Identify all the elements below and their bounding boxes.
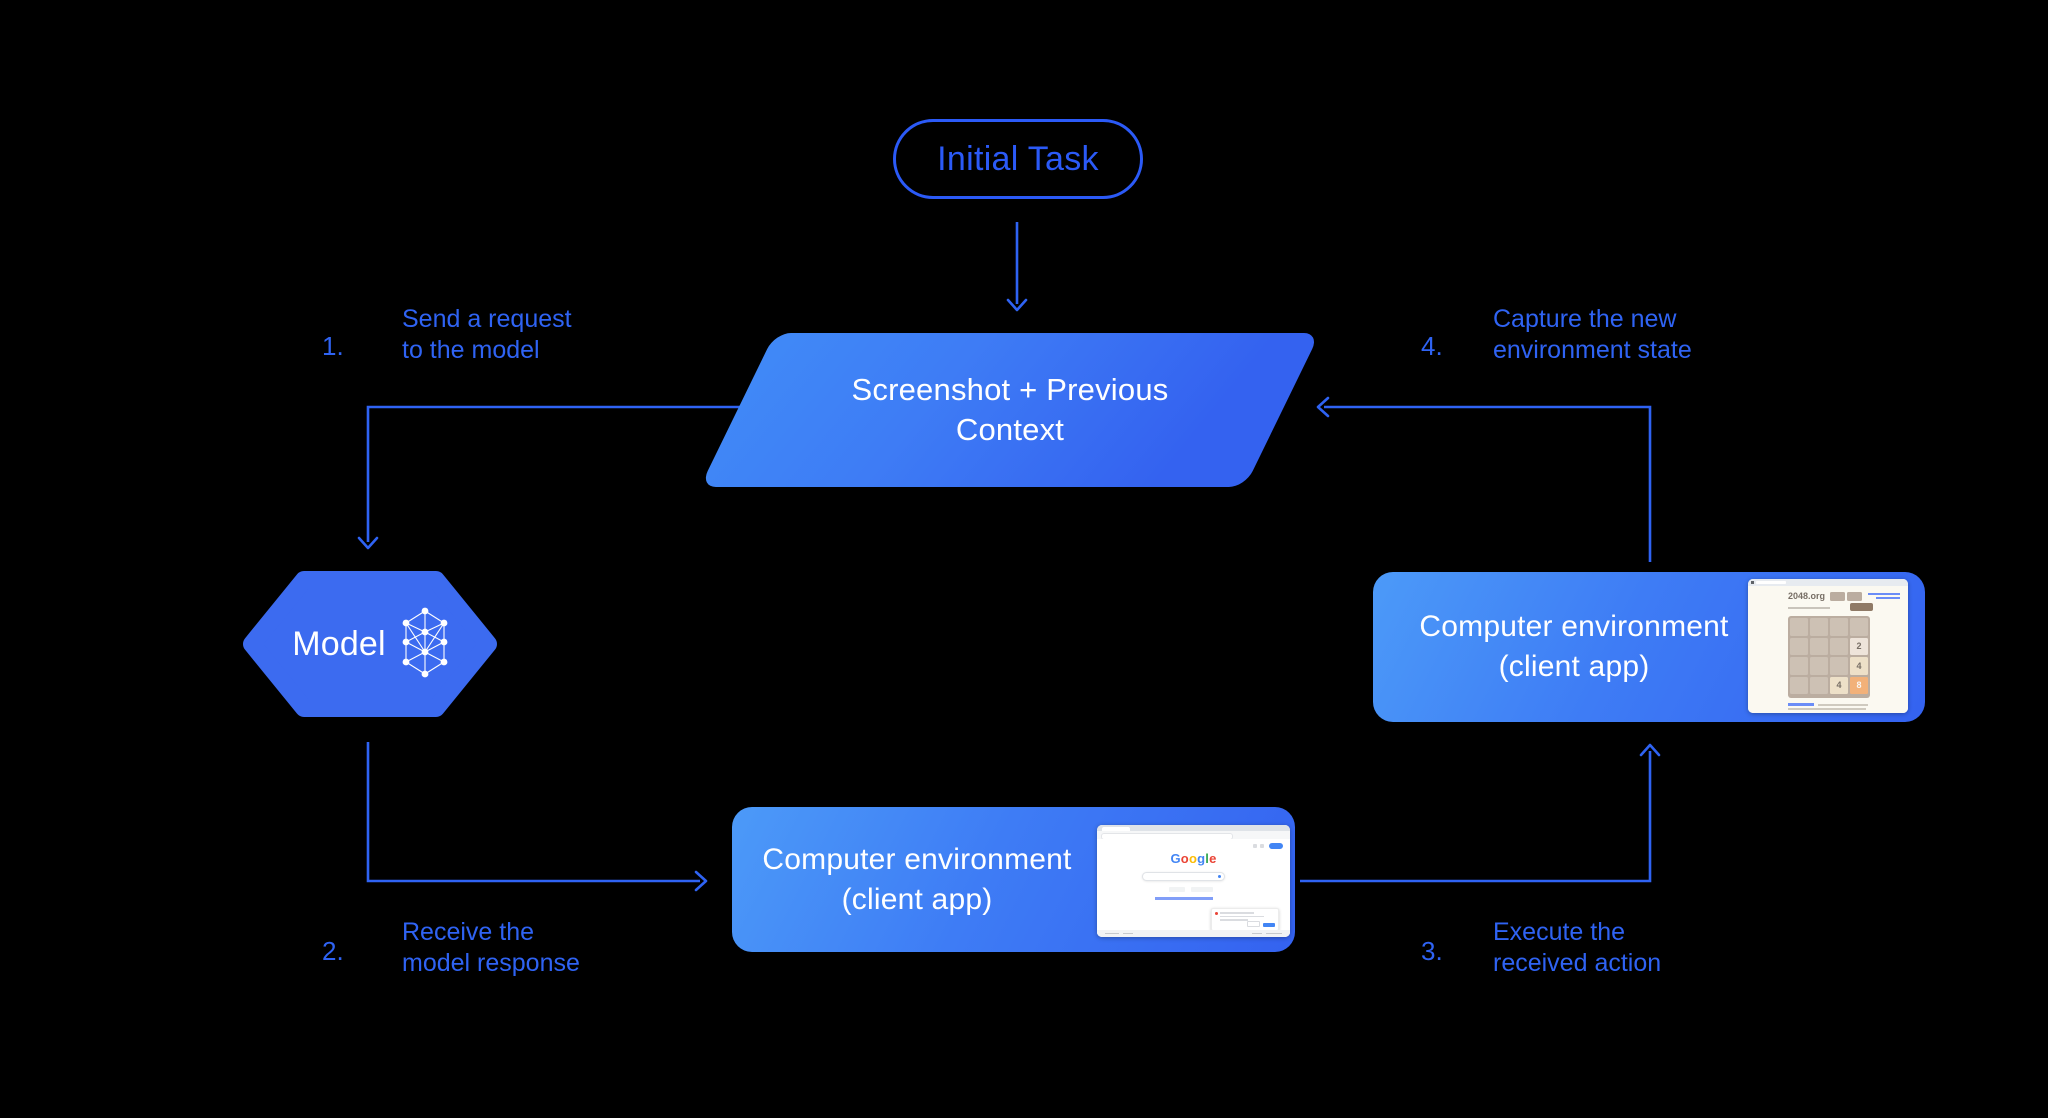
favicon-icon bbox=[1751, 581, 1754, 584]
env-right-label: Computer environment (client app) bbox=[1419, 610, 1729, 683]
arrowhead-right-icon bbox=[694, 870, 708, 892]
google-logo: Google bbox=[1097, 852, 1290, 865]
dialog-text-line bbox=[1220, 919, 1248, 921]
footer-link bbox=[1123, 932, 1133, 934]
dialog-secondary-button bbox=[1247, 921, 1260, 927]
best-box bbox=[1847, 592, 1862, 601]
connector-env-to-env bbox=[1300, 751, 1652, 883]
connector-model-to-env bbox=[366, 742, 700, 883]
footer-text bbox=[1788, 708, 1866, 710]
step-1-number: 1. bbox=[322, 331, 344, 361]
step-2-label: Receive the model response bbox=[402, 918, 580, 977]
game-cell bbox=[1790, 657, 1808, 675]
footer-link bbox=[1105, 932, 1119, 934]
dialog-icon bbox=[1215, 912, 1218, 915]
step-2-number: 2. bbox=[322, 936, 344, 966]
google-logo-letter: l bbox=[1205, 851, 1210, 866]
google-logo-letter: G bbox=[1170, 851, 1181, 866]
footer-link bbox=[1252, 932, 1262, 934]
google-logo-letter: e bbox=[1209, 851, 1217, 866]
game-tile: 2 bbox=[1850, 637, 1868, 655]
game-tile: 4 bbox=[1830, 676, 1848, 694]
browser-tab bbox=[1756, 581, 1786, 584]
google-mini-browser: Google bbox=[1097, 825, 1290, 937]
sign-in-button bbox=[1269, 843, 1283, 849]
neural-network-icon bbox=[402, 607, 448, 678]
header-link bbox=[1868, 593, 1900, 595]
instructions-text bbox=[1788, 607, 1830, 609]
model-label: Model bbox=[292, 624, 386, 663]
google-logo-letter: o bbox=[1180, 851, 1189, 866]
mic-icon bbox=[1218, 875, 1221, 878]
game-cell bbox=[1810, 618, 1828, 636]
browser-url-bar bbox=[1097, 831, 1290, 840]
arrowhead-up-icon bbox=[1639, 743, 1661, 757]
search-button bbox=[1169, 887, 1185, 892]
score-box bbox=[1830, 592, 1845, 601]
connector-env-to-screenshot bbox=[1324, 405, 1652, 562]
dialog-text-line bbox=[1220, 915, 1264, 917]
step-4-label: Capture the new environment state bbox=[1493, 305, 1692, 364]
lucky-button bbox=[1191, 887, 1213, 892]
game-cell bbox=[1790, 618, 1808, 636]
dialog-accept-button bbox=[1263, 922, 1275, 927]
game-cell bbox=[1810, 657, 1828, 675]
browser-tab-bar bbox=[1748, 579, 1908, 586]
env-bottom-label: Computer environment (client app) bbox=[762, 842, 1072, 916]
footer-link bbox=[1266, 932, 1282, 934]
dialog-text-line bbox=[1220, 912, 1254, 914]
browser-tab-bar bbox=[1097, 825, 1290, 831]
footer-link bbox=[1788, 703, 1814, 706]
game-cell bbox=[1790, 676, 1808, 694]
initial-task-node: Initial Task bbox=[893, 119, 1143, 199]
page-footer bbox=[1097, 930, 1290, 937]
step-3-label: Execute the received action bbox=[1493, 918, 1662, 977]
header-link bbox=[1876, 597, 1900, 599]
screenshot-context-label: Screenshot + Previous Context bbox=[851, 372, 1169, 447]
gmail-link bbox=[1253, 844, 1257, 848]
game-title: 2048.org bbox=[1788, 591, 1826, 601]
cookie-dialog bbox=[1211, 908, 1279, 931]
game-cell bbox=[1830, 637, 1848, 655]
model-node-content: Model bbox=[240, 570, 500, 718]
initial-task-label: Initial Task bbox=[937, 139, 1099, 178]
arrowhead-down-icon bbox=[357, 536, 379, 550]
apps-grid-icon bbox=[1260, 844, 1264, 848]
google-page: Google bbox=[1097, 839, 1290, 937]
browser-tab bbox=[1102, 827, 1130, 831]
game-cell bbox=[1810, 637, 1828, 655]
step-1-label: Send a request to the model bbox=[402, 305, 572, 364]
step-4-number: 4. bbox=[1421, 331, 1443, 361]
google-logo-letter: o bbox=[1188, 851, 1198, 866]
search-bar bbox=[1142, 872, 1225, 881]
arrowhead-down-icon bbox=[1006, 298, 1028, 312]
connector-screenshot-to-model bbox=[366, 405, 744, 542]
footer-text bbox=[1818, 703, 1868, 706]
game-tile: 8 bbox=[1850, 676, 1868, 694]
new-game-button bbox=[1850, 603, 1873, 611]
game-cell bbox=[1830, 618, 1848, 636]
game-cell bbox=[1850, 618, 1868, 636]
step-3-number: 3. bbox=[1421, 936, 1443, 966]
language-link bbox=[1155, 897, 1213, 900]
game-cell bbox=[1830, 657, 1848, 675]
arrowhead-left-icon bbox=[1316, 396, 1330, 418]
model-node bbox=[243, 571, 497, 717]
game-tile: 4 bbox=[1850, 657, 1868, 675]
game-cell bbox=[1790, 637, 1808, 655]
google-logo-letter: g bbox=[1197, 851, 1206, 866]
game-cell bbox=[1810, 676, 1828, 694]
